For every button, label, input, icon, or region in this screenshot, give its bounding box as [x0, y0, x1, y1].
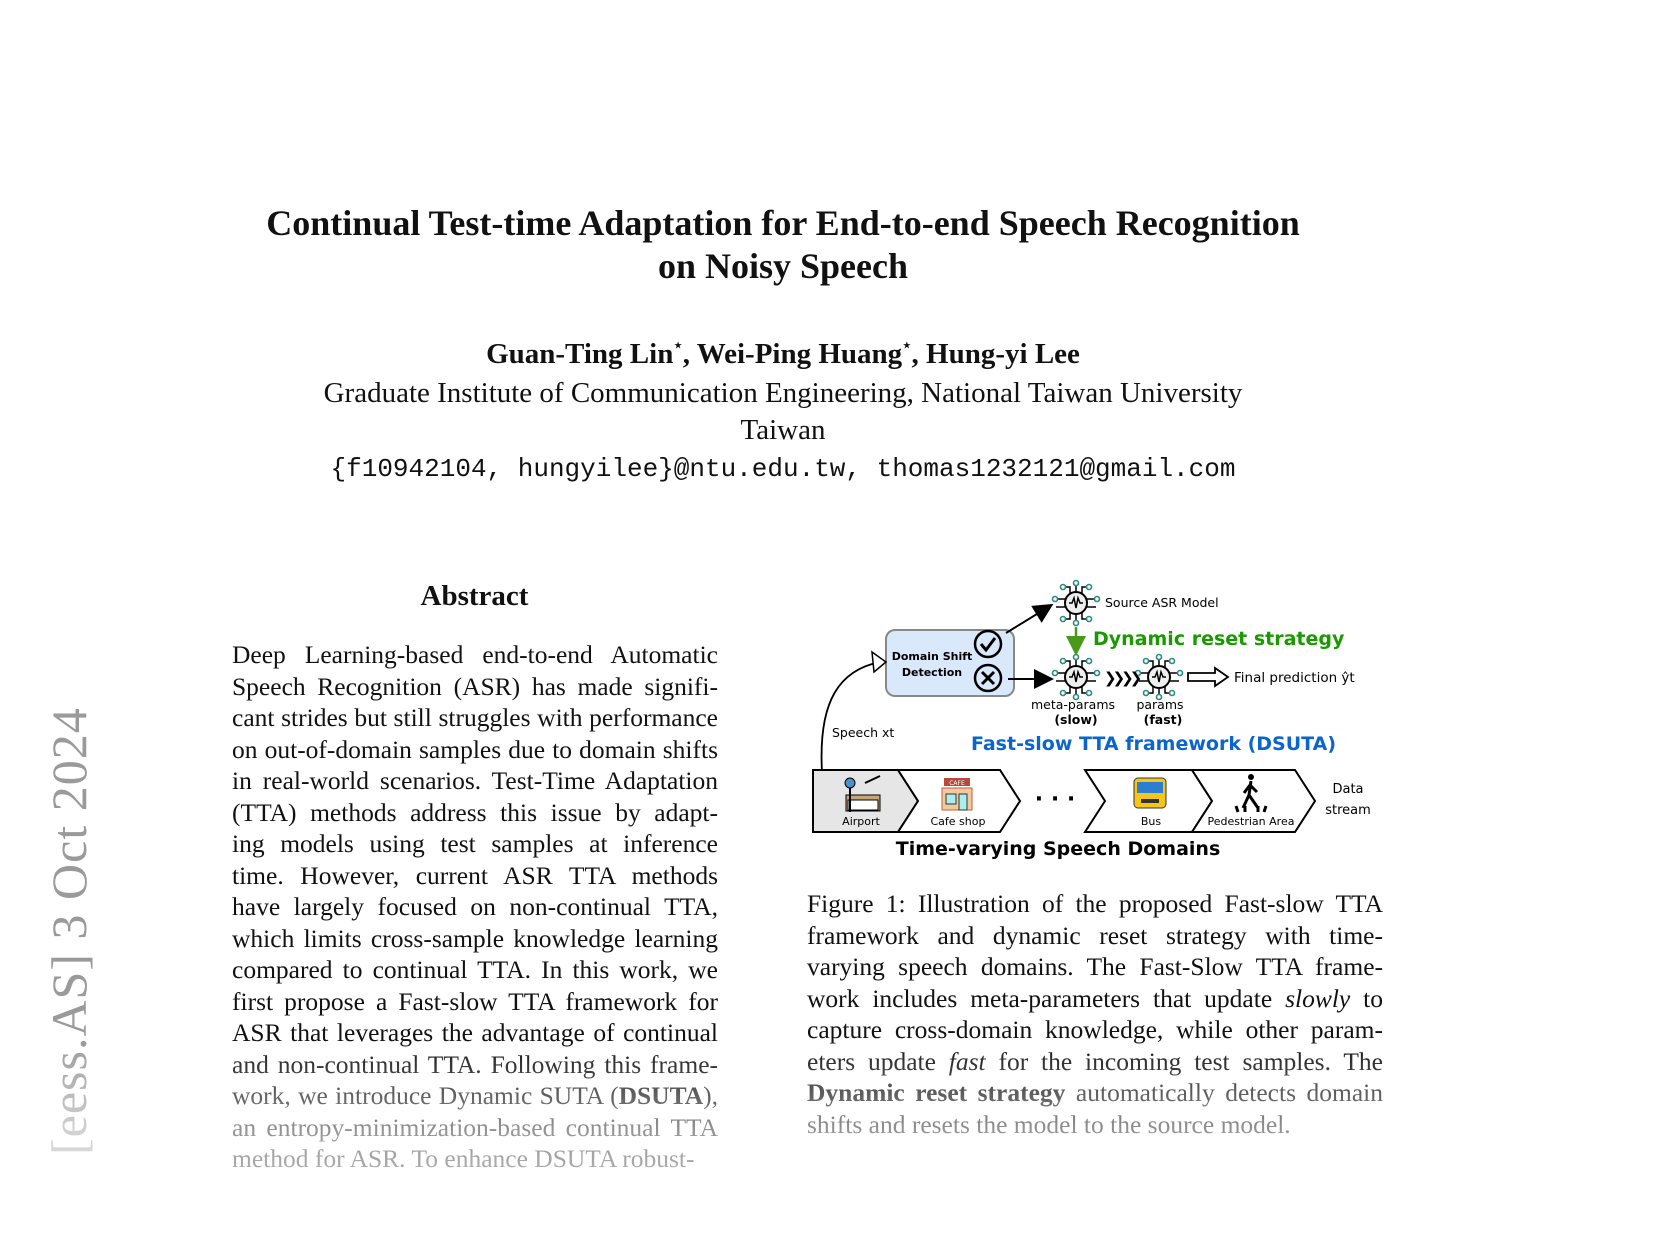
arrow: [1005, 603, 1054, 634]
title-line: Continual Test-time Adaptation for End-t…: [266, 203, 1300, 243]
affiliation-line: Graduate Institute of Communication Engi…: [323, 377, 1243, 409]
affiliation: Graduate Institute of Communication Engi…: [0, 375, 1566, 449]
author: Wei-Ping Huang: [696, 338, 903, 370]
text-line: on out-of-domain samples due to domain s…: [232, 734, 718, 764]
fast-label: (fast): [1144, 712, 1183, 727]
text-line: Dynamic reset strategy automatically det…: [807, 1078, 1383, 1107]
equal-contrib-mark: ⋆: [673, 338, 683, 354]
domain-label: Pedestrian Area: [1208, 815, 1295, 828]
paper-title: Continual Test-time Adaptation for End-t…: [0, 202, 1566, 288]
data-stream-label: Data: [1332, 782, 1363, 797]
framework-label: Fast-slow TTA framework (DSUTA): [971, 733, 1336, 755]
domains-title: Time-varying Speech Domains: [896, 838, 1221, 860]
dynamic-reset-label: Dynamic reset strategy: [1093, 628, 1345, 650]
text-line: compared to continual TTA. In this work,…: [232, 955, 718, 984]
text-line: Speech Recognition (ASR) has made signif…: [232, 671, 718, 701]
text-line: capture cross-domain knowledge, while ot…: [807, 1015, 1383, 1044]
data-stream-label: stream: [1325, 803, 1371, 818]
bus-icon: [1133, 777, 1167, 809]
pedestrian-icon: [1234, 774, 1268, 813]
ellipsis: · · ·: [1035, 787, 1075, 812]
hollow-arrowhead-icon: [871, 650, 888, 674]
airport-icon: [844, 775, 881, 812]
meta-params-label: meta-params: [1031, 697, 1115, 712]
text-line: Figure 1: Illustration of the proposed F…: [807, 889, 1383, 918]
speech-input-label: Speech xt: [832, 725, 894, 740]
slow-label: (slow): [1054, 712, 1097, 727]
text-line: which limits cross-sample knowledge lear…: [232, 923, 718, 953]
chevrons-icon: ❯❯❯❯: [1104, 669, 1141, 687]
text-line: cant strides but still struggles with pe…: [232, 703, 718, 732]
params-label: params: [1136, 697, 1183, 712]
text-line: ing models using test samples at inferen…: [232, 829, 718, 858]
text-line: (TTA) methods address this issue by adap…: [232, 797, 718, 827]
domain-label: Cafe shop: [931, 815, 986, 828]
dsd-label: Domain Shift: [892, 650, 973, 663]
text-line: eters update fast for the incoming test …: [807, 1046, 1383, 1076]
text-line: time. However, current ASR TTA methods: [232, 860, 718, 890]
cafe-sign: CAFE: [949, 780, 965, 787]
cross-icon: [973, 663, 1003, 693]
final-prediction-label: Final prediction ŷt: [1234, 670, 1355, 686]
check-icon: [973, 629, 1003, 659]
figure-caption: Figure 1: Illustration of the proposed F…: [807, 888, 1383, 1140]
equal-contrib-mark: ⋆: [902, 338, 912, 354]
hollow-arrow-icon: [1187, 666, 1230, 688]
meta-params-chip-icon: [1051, 653, 1101, 701]
text-line: in real-world scenarios. Test-Time Adapt…: [232, 766, 718, 795]
text-line: Deep Learning-based end-to-end Automatic: [232, 640, 718, 669]
text-line: have largely focused on non-continual TT…: [232, 892, 718, 921]
text-line: first propose a Fast-slow TTA framework …: [232, 986, 718, 1016]
text-line: framework and dynamic reset strategy wit…: [807, 920, 1383, 950]
source-model-label: Source ASR Model: [1105, 595, 1219, 610]
author-list: Guan-Ting Lin⋆, Wei-Ping Huang⋆, Hung-yi…: [486, 338, 1080, 370]
dsd-label: Detection: [902, 666, 962, 679]
cafe-icon: CAFE: [941, 778, 973, 811]
source-model-chip-icon: [1051, 579, 1101, 627]
affiliation-line: Taiwan: [740, 414, 826, 446]
author: Guan-Ting Lin: [486, 338, 674, 370]
text-line: varying speech domains. The Fast-Slow TT…: [807, 952, 1383, 981]
text-line: shifts and resets the model to the sourc…: [807, 1109, 1291, 1139]
speech-curve-arrow: [820, 661, 881, 773]
abstract-heading: Abstract: [420, 580, 529, 612]
params-chip-icon: [1134, 653, 1184, 701]
domain-label: Airport: [842, 815, 880, 828]
emails: {f10942104, hungyilee}@ntu.edu.tw, thoma…: [330, 454, 1236, 484]
title-line: on Noisy Speech: [657, 246, 909, 286]
domain-label: Bus: [1141, 815, 1162, 828]
text-line: work includes meta-parameters that updat…: [807, 983, 1383, 1013]
author: Hung-yi Lee: [926, 338, 1080, 370]
